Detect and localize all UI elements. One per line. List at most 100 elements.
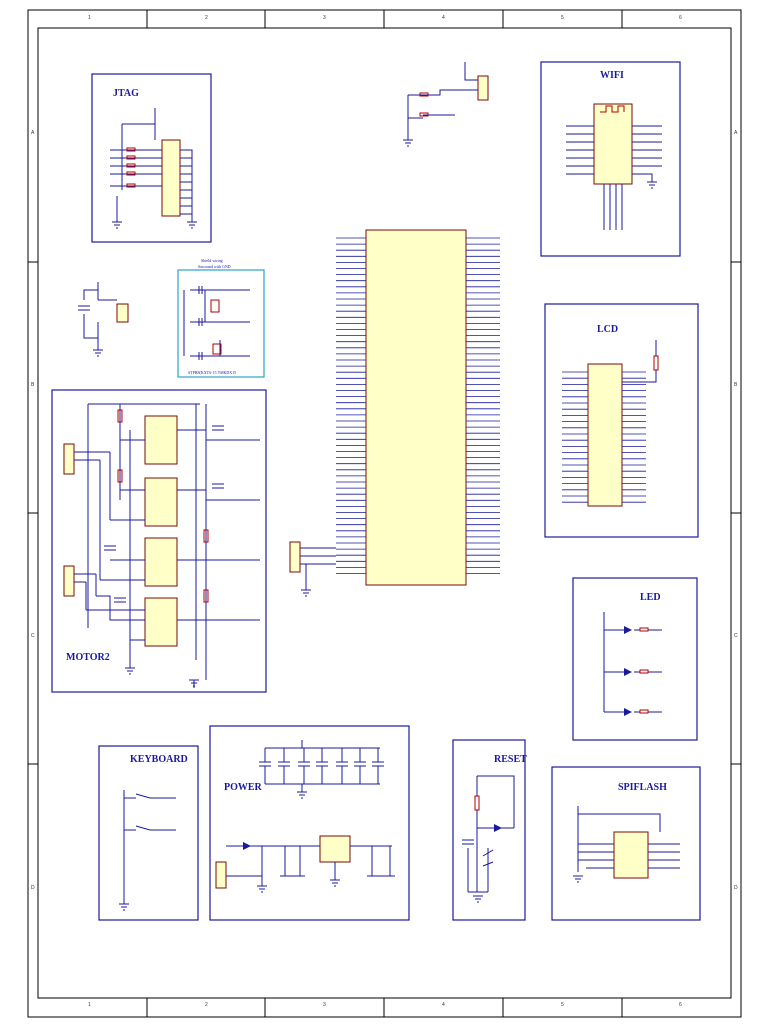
wifi-title: WIFI <box>600 70 624 81</box>
zone-col-3-bottom: 3 <box>323 1002 326 1008</box>
spiflash-title: SPIFLASH <box>618 782 667 793</box>
keyboard-switches <box>123 790 176 904</box>
reset-gnd-symbol <box>473 895 483 903</box>
spiflash-chip <box>613 831 649 879</box>
zone-row-b-right: B <box>734 382 738 388</box>
wifi-block: WIFI <box>540 61 681 257</box>
mcu-u1 <box>365 229 467 586</box>
reset-button <box>482 849 494 867</box>
spiflash-block: SPIFLASH <box>551 766 701 921</box>
zone-col-2: 2 <box>205 15 208 21</box>
zone-ruler-left: A B C D <box>28 130 38 891</box>
motor-frame <box>51 389 267 693</box>
jtag-gnd-symbols <box>112 221 197 229</box>
reset-capacitor <box>462 839 474 845</box>
jtag-resistors <box>126 147 136 188</box>
boot-resistor-r1 <box>419 92 429 97</box>
zone-col-4-bottom: 4 <box>442 1002 445 1008</box>
mcu-left-pins <box>336 237 366 574</box>
crystal-y1 <box>210 299 220 313</box>
reset-wires <box>467 775 515 893</box>
led-resistors <box>639 627 649 714</box>
jtag-wires <box>110 108 193 222</box>
lcd-pins <box>562 371 646 503</box>
lcd-backlight-wires <box>622 340 657 383</box>
zone-col-6-bottom: 6 <box>679 1002 682 1008</box>
supply-cap-block <box>78 282 129 357</box>
motor-header-a <box>63 443 75 475</box>
mcu-header-wires <box>300 547 336 590</box>
zone-col-6: 6 <box>679 15 682 21</box>
motor-driver-u14 <box>144 415 178 465</box>
mcu-gnd-symbol <box>301 589 311 597</box>
led-wires <box>603 612 662 713</box>
power-input-jack <box>215 861 227 889</box>
reset-pullup-resistor <box>474 795 480 811</box>
wifi-antenna-trace <box>600 105 625 113</box>
zone-row-c: C <box>31 633 35 639</box>
zone-ruler-right: A B C D <box>731 130 741 891</box>
boot-resistor-r2 <box>419 112 429 117</box>
wifi-wires <box>566 125 662 230</box>
zone-ruler-top: 1 2 3 4 5 6 <box>88 10 682 28</box>
spiflash-frame <box>551 766 701 921</box>
power-frame <box>209 725 410 921</box>
crystal-note-1: Shield wiring <box>201 258 223 263</box>
capacitor-c0 <box>78 305 90 311</box>
boot-wires <box>407 62 478 140</box>
power-diode <box>243 842 251 850</box>
spiflash-gnd-symbol <box>573 875 583 883</box>
crystal-frame <box>177 269 265 378</box>
reset-block: RESET <box>452 739 527 921</box>
motor-gnd-symbols <box>125 667 199 687</box>
zone-col-3: 3 <box>323 15 326 21</box>
lcd-title: LCD <box>597 324 618 335</box>
motor-title: MOTOR2 <box>66 652 110 663</box>
motor-block: MOTOR2 <box>51 389 267 693</box>
reset-diode <box>494 824 502 832</box>
lcd-connector <box>587 363 623 507</box>
mcu-block <box>289 229 500 597</box>
power-gnd-symbols <box>257 791 340 893</box>
jtag-frame <box>91 73 212 243</box>
motor-caps <box>104 425 224 603</box>
led-diodes <box>624 626 632 716</box>
jtag-header-p1 <box>161 139 181 217</box>
zone-row-c-right: C <box>734 633 738 639</box>
keyboard-gnd-symbol <box>119 903 129 911</box>
crystal-note-2: Surround with GND <box>198 264 231 269</box>
reset-title: RESET <box>494 754 527 765</box>
zone-col-4: 4 <box>442 15 445 21</box>
zone-col-1: 1 <box>88 15 91 21</box>
mcu-debug-header <box>289 541 301 573</box>
keyboard-title: KEYBOARD <box>130 754 188 765</box>
boot-block <box>403 62 489 147</box>
power-title: POWER <box>224 782 263 793</box>
battery-header <box>116 303 129 323</box>
crystal-caps <box>198 286 203 360</box>
zone-row-a: A <box>31 130 35 136</box>
supply-gnd-symbol <box>93 349 103 357</box>
mcu-right-pins <box>466 237 500 574</box>
zone-row-b: B <box>31 382 35 388</box>
motor-header-b <box>63 565 75 597</box>
zone-row-d: D <box>31 885 35 891</box>
zone-col-2-bottom: 2 <box>205 1002 208 1008</box>
zone-col-1-bottom: 1 <box>88 1002 91 1008</box>
motor-driver-u17 <box>144 597 178 647</box>
power-wires <box>226 845 395 886</box>
led-frame <box>572 577 698 741</box>
wifi-module <box>593 103 633 185</box>
crystal-wires <box>183 289 250 357</box>
zone-col-5-bottom: 5 <box>561 1002 564 1008</box>
crystal-part-label: STPR8(KXT6-15.768KDX15 <box>188 370 236 375</box>
power-block: POWER <box>209 725 410 921</box>
motor-driver-u15 <box>144 477 178 527</box>
crystal-y2 <box>212 343 222 355</box>
lcd-backlight-resistor <box>653 355 659 371</box>
zone-row-d-right: D <box>734 885 738 891</box>
boot-gnd-symbol <box>403 139 413 147</box>
lcd-block: LCD <box>544 303 699 538</box>
zone-col-5: 5 <box>561 15 564 21</box>
led-title: LED <box>640 592 661 603</box>
